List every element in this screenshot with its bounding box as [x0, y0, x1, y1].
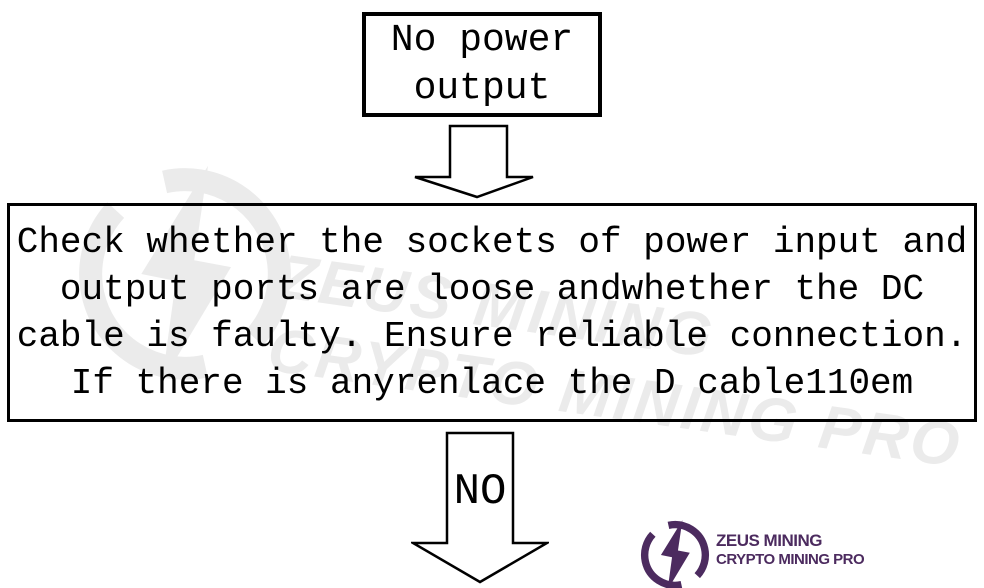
- down-arrow-icon-2: [411, 431, 549, 584]
- start-box-line1: No power: [390, 18, 574, 62]
- down-arrow-icon-1: [414, 124, 534, 199]
- process-box-line2: output ports are loose andwhether the DC: [59, 268, 925, 310]
- logo-line1: ZEUS MINING: [716, 531, 822, 550]
- process-box-line4: If there is anyrenlace the D cable110em: [70, 362, 914, 404]
- start-box-line2: output: [413, 66, 551, 110]
- logo-line2: CRYPTO MINING PRO: [716, 551, 865, 568]
- start-box: No power output: [362, 12, 602, 117]
- zeus-mining-logo-text: ZEUS MINING CRYPTO MINING PRO: [716, 531, 865, 568]
- zeus-mining-logo-icon: [640, 520, 710, 588]
- watermark-zeus-logo-icon: [79, 165, 291, 383]
- process-box-line1: Check whether the sockets of power input…: [16, 221, 968, 263]
- process-box: Check whether the sockets of power input…: [7, 203, 977, 422]
- arrow2-no-label: NO: [453, 467, 507, 517]
- process-box-line3: cable is faulty. Ensure reliable connect…: [16, 315, 968, 357]
